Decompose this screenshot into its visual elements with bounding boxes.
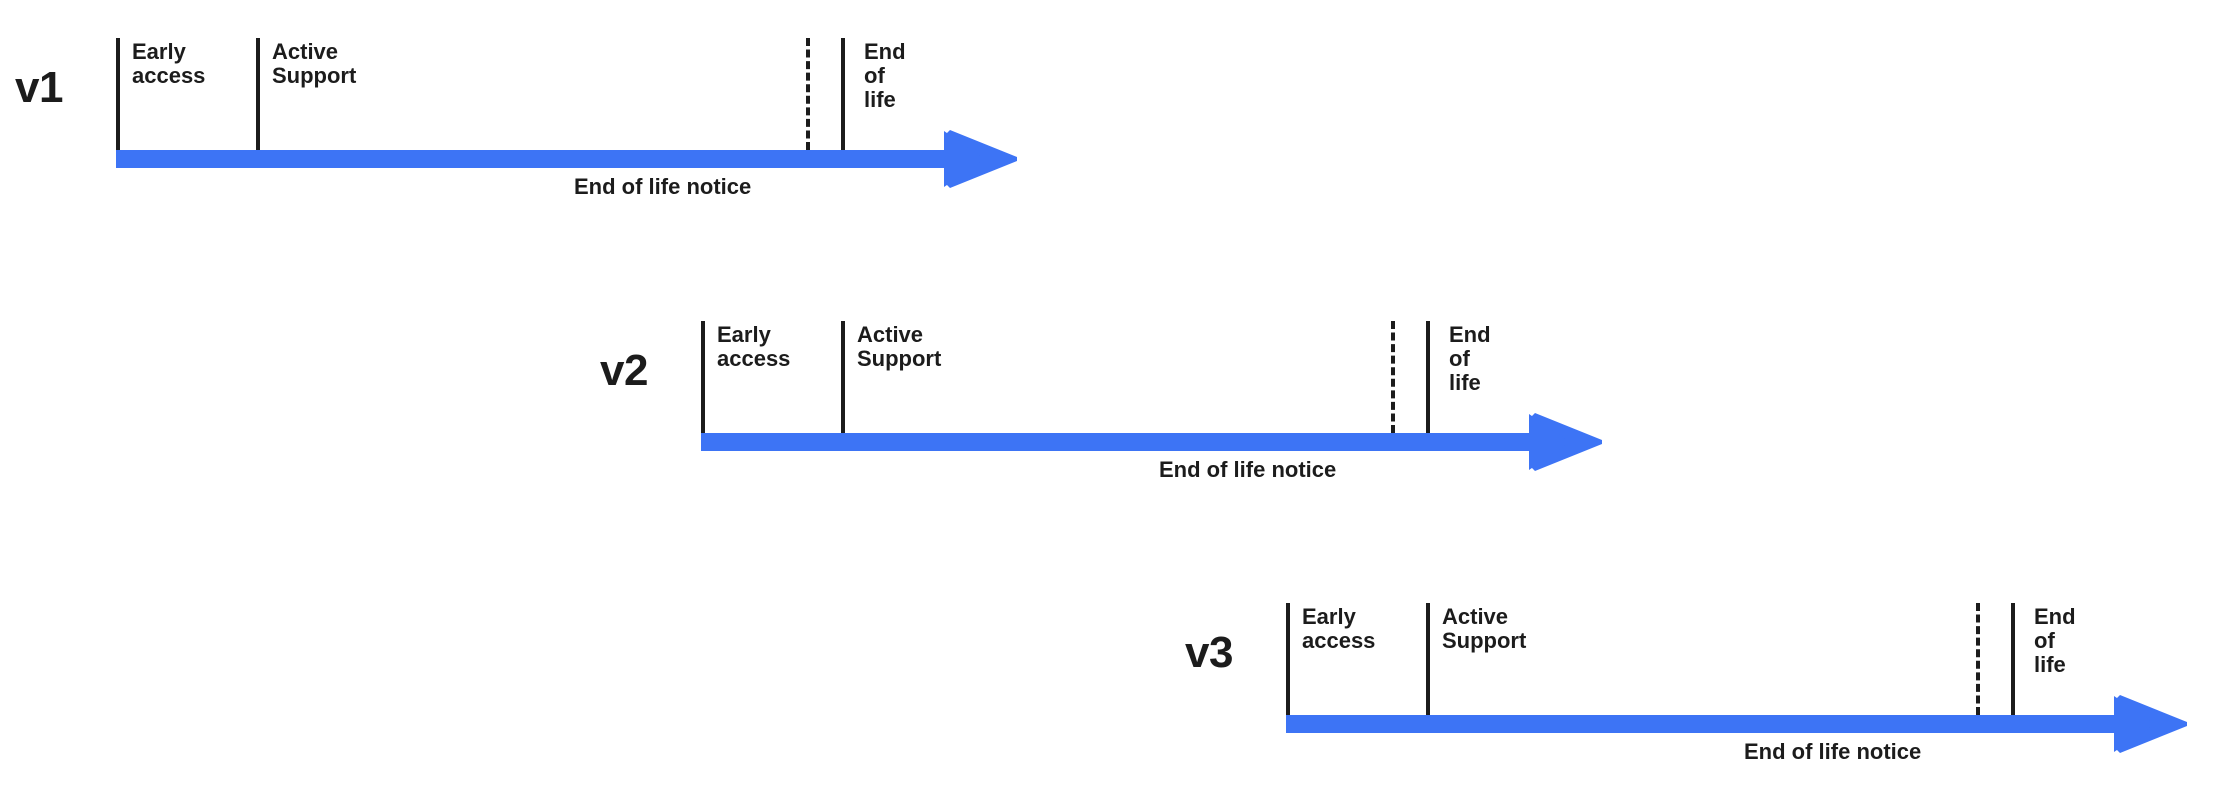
notice-label-v2: End of life notice: [1159, 457, 1337, 482]
tick-early-access-start-v3: [1286, 603, 1290, 715]
tick-active-support-start-v1: [256, 38, 260, 150]
timeline-bar-v2: [701, 433, 1531, 451]
phase-label-early-access-v2: Early access: [717, 322, 791, 371]
tick-end-of-life-notice-v3: [1976, 603, 1980, 715]
timeline-bar-v1: [116, 150, 946, 168]
phase-label-active-support-v2: Active Support: [857, 322, 942, 371]
tick-end-of-life-start-v1: [841, 38, 845, 150]
tick-active-support-start-v2: [841, 321, 845, 433]
tick-active-support-start-v3: [1426, 603, 1430, 715]
tick-early-access-start-v2: [701, 321, 705, 433]
arrow-head-icon-v3: [2108, 695, 2192, 753]
phase-label-end-of-life-v2: End of life: [1449, 322, 1491, 395]
version-label-v2: v2: [600, 346, 648, 395]
version-label-v3: v3: [1185, 628, 1233, 677]
tick-end-of-life-start-v2: [1426, 321, 1430, 433]
phase-label-active-support-v3: Active Support: [1442, 604, 1527, 653]
tick-end-of-life-notice-v2: [1391, 321, 1395, 433]
timeline-bar-v3: [1286, 715, 2116, 733]
tick-end-of-life-notice-v1: [806, 38, 810, 150]
notice-label-v3: End of life notice: [1744, 739, 1922, 764]
phase-label-active-support-v1: Active Support: [272, 39, 357, 88]
phase-label-end-of-life-v3: End of life: [2034, 604, 2076, 677]
tick-early-access-start-v1: [116, 38, 120, 150]
arrow-head-icon-v1: [938, 130, 1022, 188]
arrow-head-icon-v2: [1523, 413, 1607, 471]
phase-label-early-access-v3: Early access: [1302, 604, 1376, 653]
phase-label-end-of-life-v1: End of life: [864, 39, 906, 112]
tick-end-of-life-start-v3: [2011, 603, 2015, 715]
version-label-v1: v1: [15, 63, 63, 112]
notice-label-v1: End of life notice: [574, 174, 752, 199]
phase-label-early-access-v1: Early access: [132, 39, 206, 88]
